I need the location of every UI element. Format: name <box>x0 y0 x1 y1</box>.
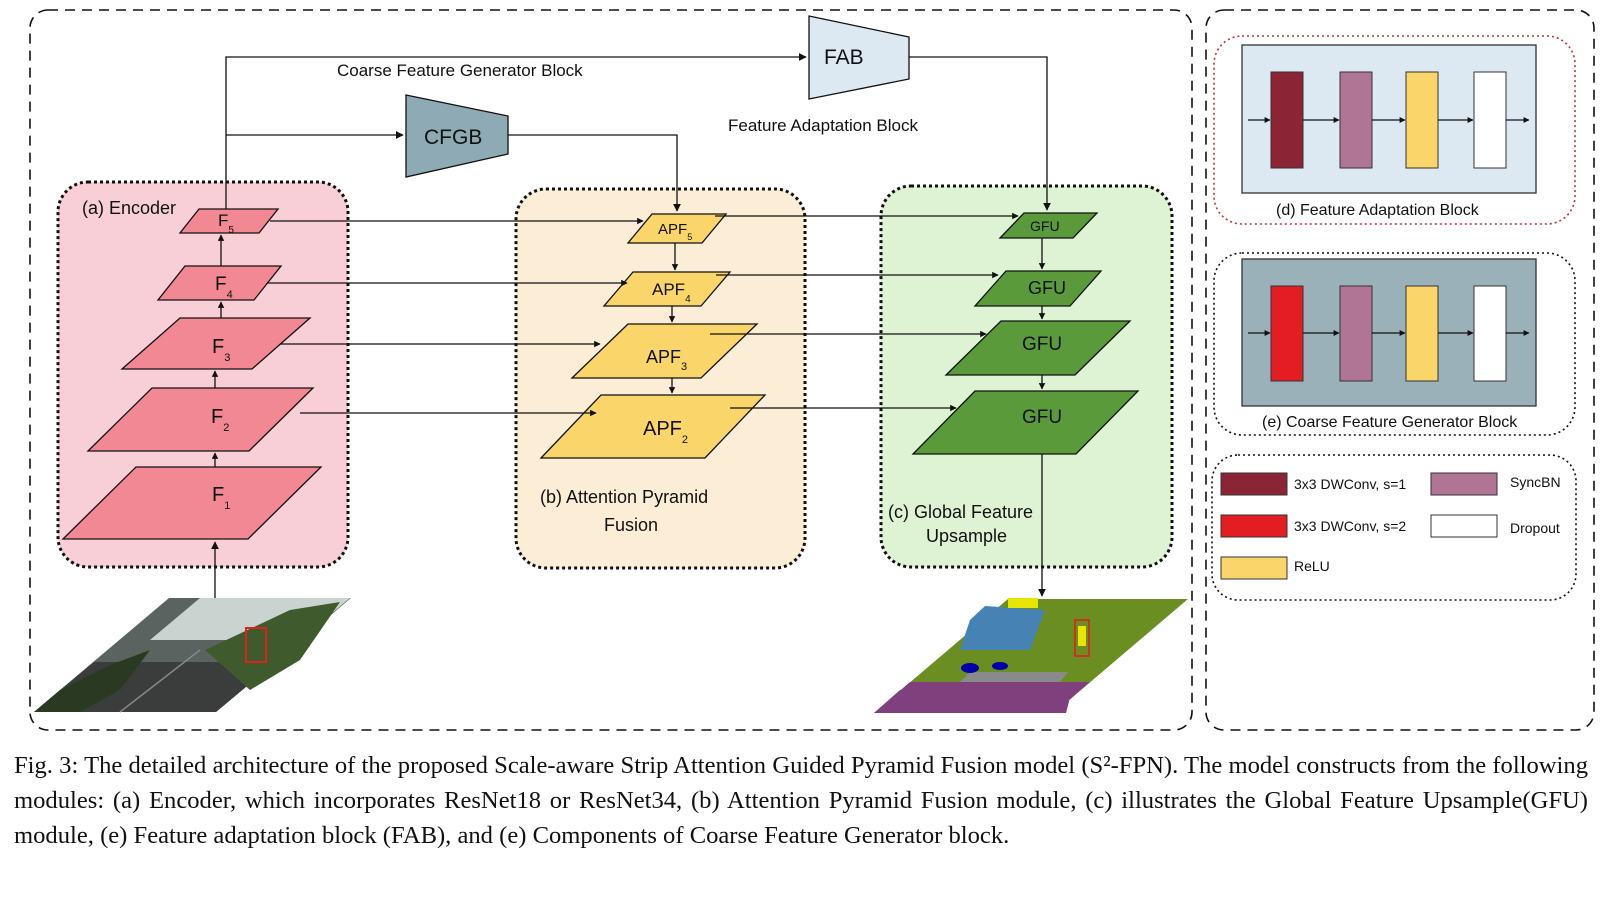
arrow-f5-to-fab <box>225 53 807 209</box>
encoder-layer-f1-label: F1 <box>212 484 230 512</box>
fab-block <box>808 15 910 100</box>
fab-label: FAB <box>824 46 864 69</box>
apf-layer-3 <box>570 323 759 379</box>
arrow-fab-to-gfu1 <box>909 56 1051 211</box>
encoder-title: (a) Encoder <box>82 198 176 218</box>
cfgb-detail-dropout <box>1473 285 1507 382</box>
apf-layer-2-label: APF2 <box>643 418 688 446</box>
output-segmentation <box>874 598 1188 713</box>
legend-swatch-dwconv-s2 <box>1220 514 1288 538</box>
encoder-layer-f5-label: F5 <box>218 211 234 236</box>
gfu-title-line1: (c) Global Feature <box>888 502 1033 522</box>
fab-caption: Feature Adaptation Block <box>728 116 918 135</box>
fab-detail-syncbn <box>1339 71 1373 169</box>
gfu-layer-2 <box>973 270 1103 307</box>
cfgb-caption: Coarse Feature Generator Block <box>337 61 583 80</box>
legend-swatch-dwconv-s1 <box>1220 472 1288 496</box>
side-frame <box>1205 9 1595 731</box>
legend-label-dropout: Dropout <box>1510 520 1560 536</box>
encoder-layer-f5 <box>178 208 280 234</box>
fab-detail-title: (d) Feature Adaptation Block <box>1276 202 1480 219</box>
gfu-layer-1 <box>998 212 1099 239</box>
gfu-layer-4-label: GFU <box>1022 407 1062 428</box>
legend-box <box>1211 454 1577 601</box>
gfu-layer-3 <box>944 320 1132 376</box>
apf-layer-4-label: APF4 <box>652 280 691 305</box>
output-segmentation-highlight <box>1074 619 1090 657</box>
gfu-layer-1-label: GFU <box>1030 218 1060 234</box>
encoder-layer-f4 <box>156 265 283 301</box>
main-frame <box>29 9 1193 731</box>
legend-label-dwconv-s2: 3x3 DWConv, s=2 <box>1294 518 1406 534</box>
apf-layer-5-label: APF5 <box>658 221 692 242</box>
legend-swatch-relu <box>1220 556 1288 580</box>
encoder-layer-f1 <box>61 466 323 540</box>
gfu-layer-3-label: GFU <box>1022 334 1062 355</box>
legend-swatch-syncbn <box>1430 472 1498 496</box>
input-image-highlight <box>245 627 267 663</box>
arrow-cfgb-to-apf5 <box>508 134 681 212</box>
encoder-layer-f4-label: F4 <box>215 274 233 301</box>
gfu-layer-4 <box>911 390 1140 455</box>
apf-title-line2: Fusion <box>604 515 658 535</box>
encoder-layer-f2 <box>86 387 315 452</box>
cfgb-block <box>405 94 509 178</box>
cfgb-detail-box <box>1213 252 1576 436</box>
cfgb-detail-syncbn <box>1339 285 1373 382</box>
input-image <box>34 598 351 713</box>
fab-detail-relu <box>1405 71 1439 169</box>
encoder-layer-f3 <box>120 317 312 370</box>
legend-label-dwconv-s1: 3x3 DWConv, s=1 <box>1294 476 1406 492</box>
apf-layer-2 <box>539 394 767 459</box>
gfu-layer-2-label: GFU <box>1028 278 1066 298</box>
legend-label-syncbn: SyncBN <box>1510 474 1561 490</box>
apf-layer-3-label: APF3 <box>646 347 687 373</box>
encoder-layer-f2-label: F2 <box>211 406 229 434</box>
cfgb-label: CFGB <box>424 126 482 149</box>
cfgb-detail-dwconv-s2 <box>1270 285 1304 382</box>
fab-detail-dwconv-s1 <box>1270 71 1304 169</box>
encoder-layer-f3-label: F3 <box>212 336 230 364</box>
architecture-diagram: (a) Encoder (b) Attention Pyramid Fusion… <box>29 9 1595 731</box>
apf-title-line1: (b) Attention Pyramid <box>540 487 708 507</box>
gfu-panel <box>879 184 1174 569</box>
legend-label-relu: ReLU <box>1294 558 1330 574</box>
legend-swatch-dropout <box>1430 514 1498 538</box>
fab-detail-dropout <box>1473 71 1507 169</box>
figure-caption: Fig. 3: The detailed architecture of the… <box>14 752 1588 849</box>
gfu-title-line2: Upsample <box>926 526 1007 546</box>
cfgb-detail-relu <box>1405 285 1439 382</box>
apf-layer-5 <box>626 213 728 244</box>
cfgb-detail-title: (e) Coarse Feature Generator Block <box>1262 414 1518 431</box>
